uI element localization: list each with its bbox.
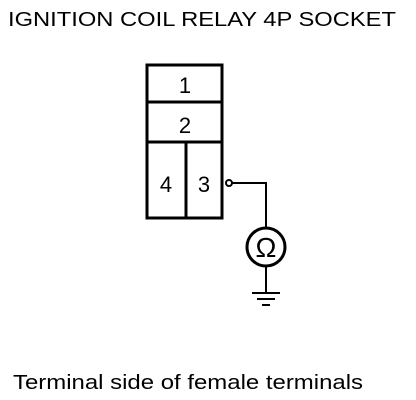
relay-socket: [145, 63, 224, 220]
diagram-caption: Terminal side of female terminals: [13, 372, 363, 394]
diagram-title: IGNITION COIL RELAY 4P SOCKET: [8, 8, 397, 31]
ground-icon: [252, 292, 280, 306]
ohm-symbol: Ω: [256, 232, 277, 263]
terminal-4-label: 4: [160, 172, 172, 197]
terminal-3-label: 3: [198, 172, 210, 197]
terminal-2-label: 2: [179, 113, 191, 138]
probe-wire: [232, 182, 267, 228]
ohmmeter-icon: Ω: [245, 226, 287, 268]
terminal-1-label: 1: [179, 73, 191, 98]
probe-contact-point: [225, 179, 233, 187]
